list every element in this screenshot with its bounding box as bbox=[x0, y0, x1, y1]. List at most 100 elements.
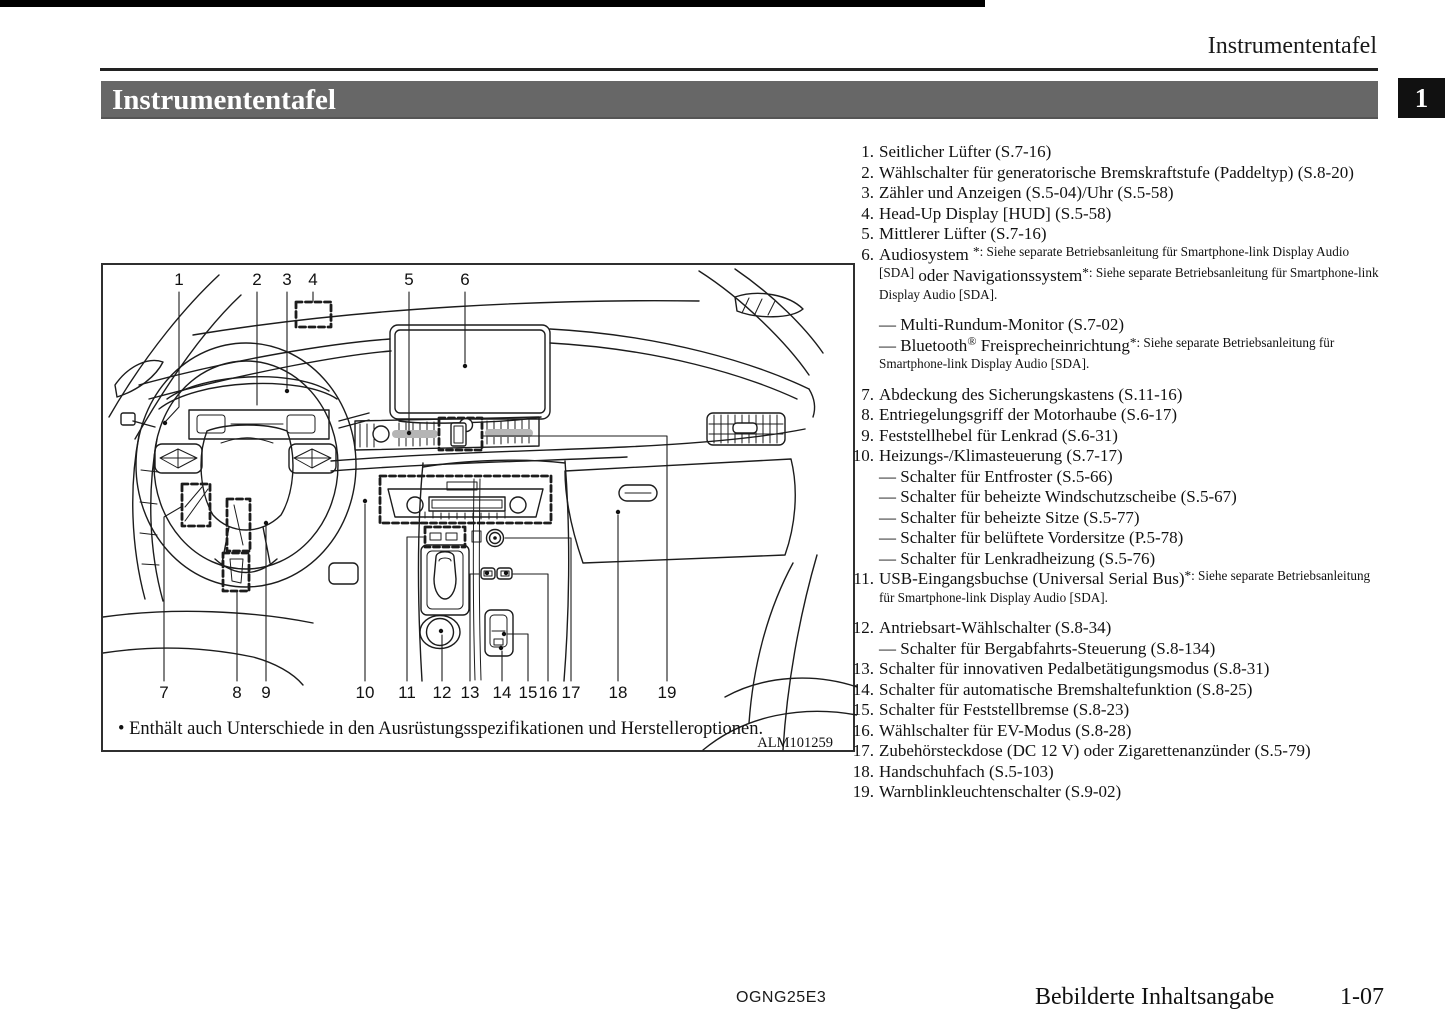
fusebox-dashed-box bbox=[180, 482, 212, 528]
legend-item-text: Seitlicher Lüfter (S.7-16) bbox=[879, 142, 1052, 161]
legend-item-number: 18. bbox=[852, 761, 874, 781]
legend-item: 12.Antriebsart-Wählschalter (S.8-34) bbox=[851, 618, 1381, 639]
legend-subitem: — Schalter für Entfroster (S.5-66) bbox=[851, 467, 1381, 488]
legend-item: 7.Abdeckung des Sicherungskastens (S.11-… bbox=[851, 385, 1381, 406]
legend-item: 8.Entriegelungsgriff der Motorhaube (S.6… bbox=[851, 405, 1381, 426]
legend-item-text: Schalter für automatische Bremshaltefunk… bbox=[879, 679, 1253, 699]
callout-label: 7 bbox=[159, 683, 169, 702]
side-mirror-icon bbox=[114, 359, 164, 398]
callout-label: 1 bbox=[174, 270, 184, 289]
callout-label: 19 bbox=[657, 683, 677, 702]
legend-item-text: — Bluetooth® Freisprecheinrichtung*: Sie… bbox=[879, 333, 1335, 372]
legend-item-text: — Schalter für Bergabfahrts-Steuerung (S… bbox=[879, 638, 1216, 658]
hud-dashed-box bbox=[294, 300, 333, 329]
drive-mode-dial-icon bbox=[419, 614, 461, 650]
legend-item: 15. Schalter für Feststellbremse (S.8-23) bbox=[851, 700, 1381, 721]
legend-item: 19.Warnblinkleuchtenschalter (S.9-02) bbox=[851, 782, 1381, 803]
legend-item: 9.Feststellhebel für Lenkrad (S.6-31) bbox=[851, 426, 1381, 447]
legend-item-number bbox=[851, 549, 874, 570]
legend-item: 18.Handschuhfach (S.5-103) bbox=[851, 762, 1381, 783]
gear-selector-icon bbox=[420, 544, 470, 616]
callout-label: 16 bbox=[538, 683, 558, 702]
climate-knob-right-icon bbox=[509, 496, 527, 514]
legend-item-number: 4. bbox=[861, 203, 874, 223]
figure-code: ALM101259 bbox=[757, 735, 833, 751]
callout-label: 11 bbox=[398, 683, 416, 702]
legend-item-text: Heizungs-/Klimasteuerung (S.7-17) bbox=[879, 446, 1123, 465]
legend-item: 14.Schalter für automatische Bremshaltef… bbox=[851, 680, 1381, 701]
legend-item-text: — Schalter für Entfroster (S.5-66) bbox=[879, 466, 1113, 486]
legend-subitem: — Schalter für Lenkradheizung (S.5-76) bbox=[851, 549, 1381, 570]
legend-item: 17.Zubehörsteckdose (DC 12 V) oder Zigar… bbox=[851, 741, 1381, 762]
defroster-vent-icon bbox=[734, 292, 804, 318]
tilt-lever-dashed-box bbox=[225, 497, 252, 553]
console-button-right-icon bbox=[496, 567, 513, 580]
legend-item: 16.Wählschalter für EV-Modus (S.8-28) bbox=[851, 721, 1381, 742]
steering-wheel-icon bbox=[135, 342, 357, 588]
legend-item-text: Handschuhfach (S.5-103) bbox=[879, 761, 1054, 781]
callout-label: 4 bbox=[308, 270, 318, 289]
legend-item-number bbox=[851, 336, 874, 379]
legend-item-text: Feststellhebel für Lenkrad (S.6-31) bbox=[879, 425, 1118, 445]
legend-item-number: 10. bbox=[852, 446, 874, 465]
glovebox-handle-icon bbox=[618, 484, 658, 502]
callout-label: 10 bbox=[355, 683, 375, 702]
legend-item-text: USB-Eingangsbuchse (Universal Serial Bus… bbox=[879, 568, 1371, 605]
climate-dashed-box bbox=[378, 474, 553, 525]
legend-subitem: — Schalter für belüftete Vordersitze (P.… bbox=[851, 528, 1381, 549]
chapter-tab: 1 bbox=[1398, 78, 1445, 118]
legend-item-text: Abdeckung des Sicherungskastens (S.11-16… bbox=[879, 384, 1183, 404]
legend-item-number: 3. bbox=[861, 183, 874, 202]
leader-lines bbox=[162, 291, 668, 682]
console-button-left-icon bbox=[480, 567, 496, 580]
legend-item: 5.Mittlerer Lüfter (S.7-16) bbox=[851, 224, 1381, 245]
legend-item: 4.Head-Up Display [HUD] (S.5-58) bbox=[851, 204, 1381, 225]
legend-item-number: 6. bbox=[861, 244, 874, 264]
legend-item-text: Entriegelungsgriff der Motorhaube (S.6-1… bbox=[879, 405, 1178, 424]
legend-item-text: — Schalter für Lenkradheizung (S.5-76) bbox=[879, 548, 1156, 568]
climate-control-icon bbox=[387, 488, 544, 518]
legend-item-text: Audiosystem *: Siehe separate Betriebsan… bbox=[879, 243, 1379, 302]
callout-label: 15 bbox=[518, 683, 538, 702]
footer-section-title: Bebilderte Inhaltsangabe bbox=[1035, 984, 1275, 1010]
top-strip bbox=[0, 0, 985, 7]
header-rule bbox=[100, 68, 1378, 71]
dashboard-line-art bbox=[103, 268, 857, 751]
legend-subitem: — Schalter für Bergabfahrts-Steuerung (S… bbox=[851, 639, 1381, 660]
legend-item-number bbox=[851, 528, 874, 549]
legend-item-number: 13. bbox=[852, 659, 874, 678]
legend-item-text: — Schalter für beheizte Sitze (S.5-77) bbox=[879, 507, 1140, 527]
power-socket-icon bbox=[485, 528, 505, 548]
callout-label: 9 bbox=[261, 683, 271, 702]
callout-label: 6 bbox=[460, 270, 470, 289]
legend-item-number: 15. bbox=[852, 700, 874, 719]
vent-knob-icon bbox=[372, 425, 390, 443]
legend-item-number bbox=[851, 467, 874, 488]
callout-label: 2 bbox=[252, 270, 262, 289]
legend-item-number: 1. bbox=[861, 142, 874, 161]
legend-list: 1. Seitlicher Lüfter (S.7-16) 2.Wählschalt… bbox=[851, 142, 1381, 803]
hazard-dashed-box bbox=[437, 416, 484, 452]
glovebox-icon bbox=[564, 458, 796, 564]
legend-item-number: 2. bbox=[861, 162, 874, 182]
legend-item-number bbox=[851, 487, 874, 508]
legend-subitem: — Bluetooth® Freisprecheinrichtung*: Sie… bbox=[851, 333, 1381, 379]
steering-buttons-right-icon bbox=[288, 443, 337, 474]
legend-item-number: 11. bbox=[853, 569, 874, 588]
legend-item-text: Zähler und Anzeigen (S.5-04)/Uhr (S.5-58… bbox=[879, 183, 1174, 202]
usb-port-icon bbox=[429, 532, 442, 541]
legend-item-text: — Multi-Rundum-Monitor (S.7-02) bbox=[879, 315, 1125, 334]
legend-item-text: Schalter für Feststellbremse (S.8-23) bbox=[879, 700, 1130, 719]
callout-label: 8 bbox=[232, 683, 242, 702]
legend-item-text: Head-Up Display [HUD] (S.5-58) bbox=[879, 203, 1112, 223]
center-display-icon bbox=[389, 324, 551, 420]
figure-caption: • Enthält auch Unterschiede in den Ausrü… bbox=[118, 719, 764, 739]
legend-item-text: Wählschalter für generatorische Bremskra… bbox=[879, 162, 1354, 182]
callout-label: 3 bbox=[282, 270, 292, 289]
stalk-lever-icon bbox=[120, 412, 136, 426]
legend-item: 10. Heizungs-/Klimasteuerung (S.7-17) bbox=[851, 446, 1381, 467]
legend-subitem: — Multi-Rundum-Monitor (S.7-02) bbox=[851, 315, 1381, 336]
legend-item-number: 5. bbox=[861, 224, 874, 243]
legend-item: 13.Schalter für innovativen Pedalbetätig… bbox=[851, 659, 1381, 680]
